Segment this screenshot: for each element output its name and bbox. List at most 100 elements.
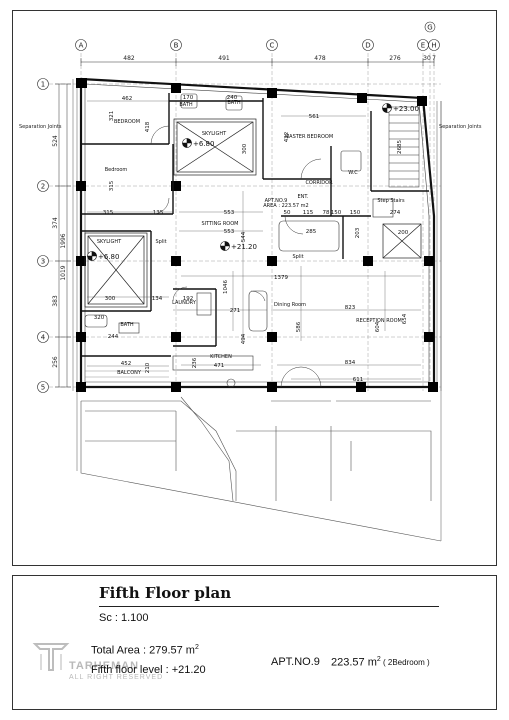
- top-dimension-line: [80, 58, 435, 66]
- balcony-hatch: [85, 370, 169, 378]
- grid-bubbles-left: [37, 78, 49, 393]
- floor-level: Fifth floor level : +21.20: [91, 664, 206, 676]
- plan-scale: Sc : 1.100: [99, 612, 149, 624]
- dim-label: 315: [103, 210, 114, 216]
- dim-label: 170: [183, 95, 194, 101]
- dim-label: 1046: [223, 280, 229, 294]
- room-label-sitting-room: SITTING ROOM: [201, 221, 238, 227]
- dim-label: 478: [314, 55, 326, 62]
- apartment-area-text: 223.57 m: [331, 656, 377, 669]
- total-area: Total Area : 279.57 m2: [91, 644, 199, 657]
- dim-label: 491: [218, 55, 230, 62]
- dim-label: 494: [241, 333, 247, 344]
- room-label-bath: BATH: [120, 322, 134, 328]
- drawing-sheet: A B C D E G H 1 2 3 4 5 482 491 478 276 …: [12, 10, 497, 566]
- dim-label: 462: [122, 96, 133, 102]
- grid-col-label: B: [174, 42, 179, 50]
- dim-label: 240: [227, 95, 238, 101]
- dim-label: 553: [224, 229, 235, 235]
- left-dimension-line: [55, 83, 71, 388]
- dim-label: 834: [345, 360, 356, 366]
- grid-col-label: A: [79, 42, 84, 50]
- room-label-bedroom: Bedroom: [105, 167, 128, 173]
- fixtures: [84, 93, 394, 388]
- dim-label: 823: [345, 305, 356, 311]
- room-label-reception-room: RECEPTION ROOM: [356, 318, 402, 324]
- room-label-kitchen: KITCHEN: [210, 354, 232, 360]
- title-underline: [99, 606, 439, 607]
- grid-col-label: G: [427, 24, 432, 32]
- dim-label: 236: [192, 357, 198, 368]
- site-outline: [80, 396, 442, 542]
- apartment-label: APT.NO.9: [265, 198, 288, 204]
- dim-label: 471: [214, 363, 225, 369]
- dim-label: 203: [355, 227, 361, 238]
- grid-row-label: 1: [41, 81, 45, 89]
- total-area-unit-exponent: 2: [194, 644, 199, 651]
- plan-title: Fifth Floor plan: [99, 584, 232, 602]
- room-label-step-stair: Step Stairs: [377, 198, 405, 204]
- apartment-area-label: AREA : 223.57 m2: [263, 203, 308, 209]
- structural-columns: [76, 78, 438, 392]
- logo-subtitle: ALL RIGHT RESERVED: [69, 674, 164, 681]
- dim-label: 256: [52, 356, 59, 368]
- dim-label: 482: [123, 55, 135, 62]
- level-label: +23.00: [393, 105, 419, 113]
- grid-col-label: E: [421, 42, 425, 50]
- grid-col-label: D: [365, 42, 370, 50]
- room-label-bedroom: BEDROOM: [114, 119, 140, 125]
- level-label: +6.80: [193, 140, 214, 148]
- dim-label: 300: [105, 296, 116, 302]
- dim-label: 524: [52, 135, 59, 147]
- dim-label: 192: [183, 296, 194, 302]
- apartment-area-unit-exponent: 2: [376, 656, 381, 663]
- dim-label: 78: [323, 210, 330, 216]
- apartment-area: 223.57 m2: [331, 656, 381, 669]
- dim-label: 422: [284, 132, 290, 143]
- dim-label: 1379: [274, 275, 288, 281]
- room-label-master-bedroom: MASTER BEDROOM: [285, 134, 333, 140]
- dim-label: 30: [423, 55, 431, 62]
- dim-label: 1019: [60, 265, 67, 280]
- interior-dim-lines: [87, 100, 421, 380]
- dim-label: 553: [224, 210, 235, 216]
- dim-label: 321: [109, 111, 115, 122]
- title-block: Fifth Floor plan Sc : 1.100 TARHEMAN ALL…: [12, 575, 497, 710]
- dim-label: 271: [230, 308, 241, 314]
- stair: [388, 106, 420, 188]
- dim-label: 134: [152, 296, 163, 302]
- logo-icon: [32, 643, 70, 671]
- door-swings: [150, 125, 322, 388]
- room-label-dining-room: Dining Room: [274, 302, 306, 308]
- separation-joint-label-left: Separation Joints: [19, 124, 62, 130]
- dim-label: 604: [375, 321, 381, 332]
- room-label-bath: BATH: [179, 102, 193, 108]
- dim-label: 586: [296, 321, 302, 332]
- bedroom-count: ( 2Bedroom ): [383, 658, 430, 667]
- room-label-corridor: CORRIDOR: [305, 180, 333, 186]
- grid-row-label: 2: [41, 183, 45, 191]
- room-label-skylight: SKYLIGHT: [97, 239, 122, 245]
- dim-label: 544: [241, 231, 247, 242]
- dim-label: 200: [398, 230, 409, 236]
- dim-label: 561: [309, 114, 320, 120]
- grid-col-label: H: [431, 42, 436, 50]
- skylight-2: [84, 232, 148, 308]
- grid-row-label: 3: [41, 258, 45, 266]
- total-area-text: Total Area : 279.57 m: [91, 644, 195, 657]
- dim-label: 50: [284, 210, 291, 216]
- dim-label: 7: [432, 55, 436, 62]
- split-label: Split: [155, 239, 166, 245]
- dim-label: 300: [242, 143, 248, 154]
- level-label: +21.20: [231, 243, 257, 251]
- split-label: Split: [292, 254, 303, 260]
- dim-label: 452: [121, 361, 132, 367]
- dim-label: 115: [303, 210, 314, 216]
- dim-label: 654: [402, 313, 408, 324]
- floor-plan-drawing: A B C D E G H 1 2 3 4 5 482 491 478 276 …: [19, 21, 482, 542]
- level-markers: [87, 103, 392, 261]
- room-label-laundry: LAUNDRY: [172, 300, 197, 306]
- dim-label: 418: [145, 121, 151, 132]
- dim-label: 274: [390, 210, 401, 216]
- dim-label: 150: [350, 210, 361, 216]
